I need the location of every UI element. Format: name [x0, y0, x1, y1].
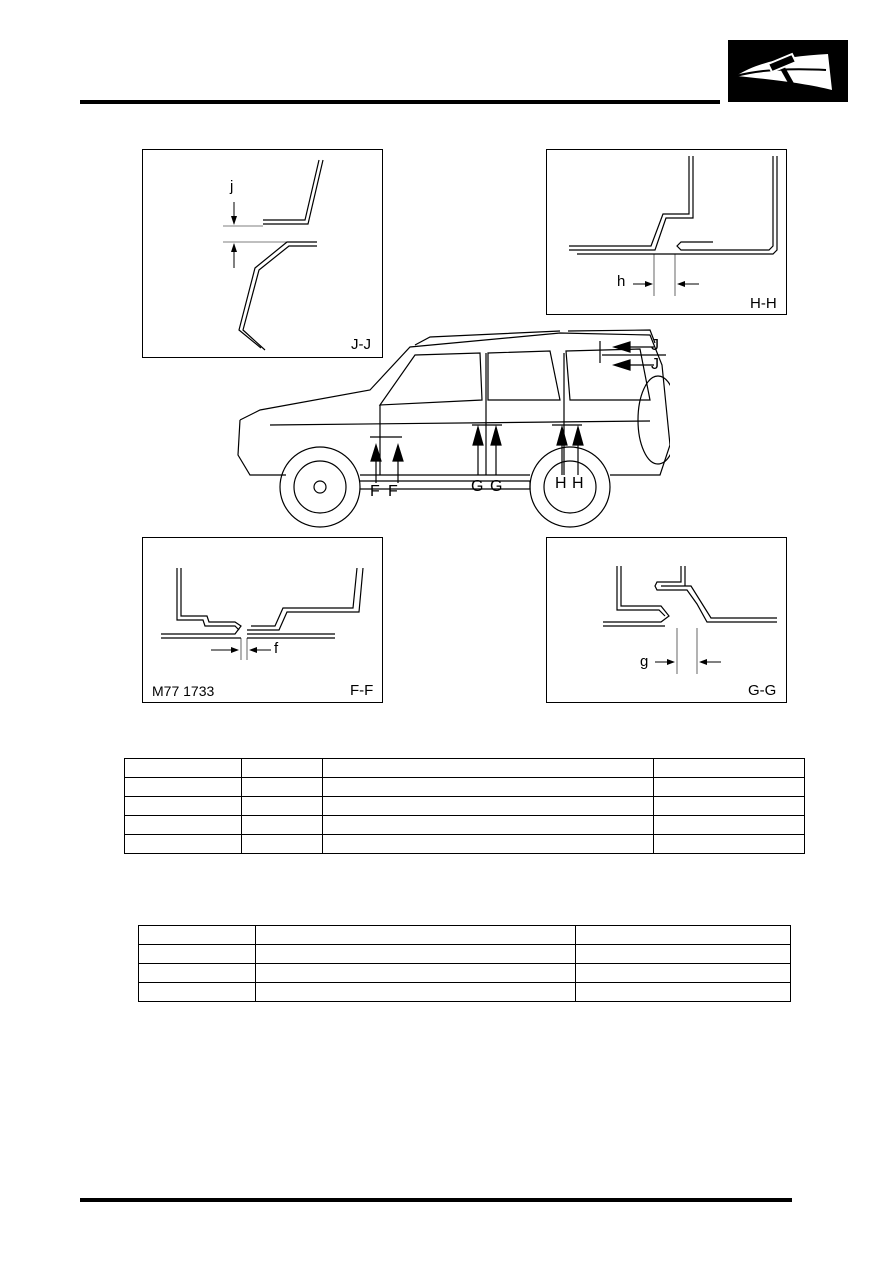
table-cell — [575, 982, 791, 1002]
section-logo — [728, 40, 848, 102]
table-cell — [254, 963, 577, 983]
table-cell — [653, 815, 805, 835]
table-cell — [124, 815, 242, 835]
table-cell — [321, 796, 655, 816]
table-cell — [138, 944, 256, 964]
footer-rule — [80, 1198, 792, 1202]
table-cell — [254, 982, 577, 1002]
vehicle-drawing — [237, 329, 679, 528]
table-cell — [321, 834, 655, 854]
table-cell — [138, 982, 256, 1002]
section-label-gg: G-G — [748, 682, 777, 699]
table-row — [138, 944, 791, 964]
table-cell — [124, 758, 242, 778]
dim-letter-g: g — [640, 653, 649, 670]
callout-f-2: F — [388, 483, 398, 500]
table-row — [124, 796, 805, 816]
table-row — [124, 758, 805, 778]
section-label-hh: H-H — [750, 295, 777, 312]
callout-f-1: F — [370, 483, 380, 500]
table-row — [124, 777, 805, 797]
table-cell — [124, 796, 242, 816]
table-cell — [124, 834, 242, 854]
table-cell — [240, 834, 323, 854]
header-rule — [80, 100, 720, 104]
table-cell — [653, 758, 805, 778]
body-panel-hammer-icon — [735, 52, 832, 94]
specification-table-1 — [124, 758, 805, 854]
table-cell — [240, 815, 323, 835]
table-row — [138, 925, 791, 945]
table-cell — [254, 944, 577, 964]
ff-section-drawing — [161, 567, 364, 660]
table-cell — [575, 925, 791, 945]
table-cell — [138, 925, 256, 945]
jj-section-drawing — [223, 159, 324, 351]
section-label-jj: J-J — [351, 336, 371, 353]
table-row — [124, 834, 805, 854]
table-cell — [254, 925, 577, 945]
dim-letter-h: h — [617, 273, 626, 290]
callout-h-1: H — [555, 475, 567, 492]
dim-letter-j: j — [230, 178, 234, 195]
table-row — [138, 982, 791, 1002]
vehicle-side-view: F F G G H H J J — [230, 325, 679, 530]
table-row — [124, 815, 805, 835]
dim-letter-f: f — [274, 640, 279, 657]
table-row — [138, 963, 791, 983]
hh-section-drawing — [569, 156, 778, 296]
section-panel-gg: g G-G — [546, 537, 787, 703]
table-cell — [653, 796, 805, 816]
table-cell — [321, 758, 655, 778]
section-label-ff: F-F — [350, 682, 374, 699]
table-cell — [575, 944, 791, 964]
table-cell — [653, 777, 805, 797]
section-panel-jj: j J-J — [142, 149, 383, 358]
table-cell — [138, 963, 256, 983]
table-cell — [653, 834, 805, 854]
gg-section-drawing — [603, 566, 777, 674]
callout-g-2: G — [490, 478, 503, 495]
table-cell — [575, 963, 791, 983]
table-cell — [240, 758, 323, 778]
callout-j-2: J — [651, 356, 659, 373]
table-cell — [124, 777, 242, 797]
callout-g-1: G — [471, 478, 484, 495]
callout-j-1: J — [651, 337, 659, 354]
table-cell — [321, 777, 655, 797]
section-panel-hh: h H-H — [546, 149, 787, 315]
table-cell — [321, 815, 655, 835]
table-cell — [240, 796, 323, 816]
specification-table-2 — [138, 925, 791, 1002]
table-cell — [240, 777, 323, 797]
figure-reference: M77 1733 — [152, 683, 215, 699]
section-panel-ff: f M77 1733 F-F — [142, 537, 383, 703]
callout-h-2: H — [572, 475, 584, 492]
